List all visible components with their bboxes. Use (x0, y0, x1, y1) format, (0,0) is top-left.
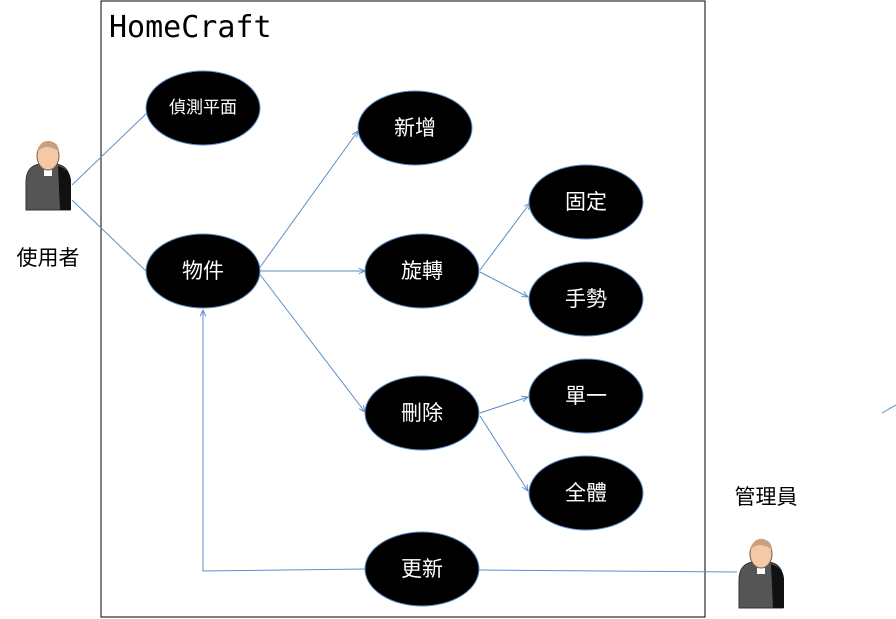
label-gesture: 手勢 (565, 287, 607, 311)
label-detect-plane: 偵測平面 (169, 98, 237, 118)
link-user-detect-plane (71, 110, 150, 186)
link-delete-all (479, 415, 528, 491)
use-case-object (145, 233, 261, 309)
system-title: HomeCraft (109, 10, 272, 45)
actor-user-person-icon (25, 140, 72, 211)
use-case-rotate (364, 233, 480, 309)
link-object-add (257, 131, 358, 271)
use-case-fixed (528, 164, 644, 240)
actor-user-label: 使用者 (17, 246, 80, 270)
label-fixed: 固定 (565, 190, 607, 214)
use-case-detect-plane (145, 70, 261, 146)
use-case-delete (364, 375, 480, 451)
link-object-delete (257, 271, 365, 412)
label-add: 新增 (394, 116, 436, 140)
system-boundary (100, 0, 706, 618)
link-user-object (71, 199, 149, 274)
link-update-object (203, 310, 367, 572)
label-all: 全體 (565, 481, 607, 505)
use-case-single (528, 358, 644, 434)
link-admin-update (477, 569, 738, 573)
label-update: 更新 (401, 557, 443, 581)
label-single: 單一 (565, 384, 607, 408)
label-delete: 刪除 (401, 401, 443, 425)
link-delete-single (479, 397, 528, 414)
use-case-all (528, 455, 644, 531)
actor-admin-label: 管理員 (735, 485, 798, 509)
use-case-gesture (528, 261, 644, 337)
use-case-add (357, 90, 473, 166)
link-rotate-gesture (479, 271, 528, 297)
stray-mark (881, 404, 896, 414)
actor-admin-person-icon (738, 538, 785, 609)
label-object: 物件 (182, 259, 224, 283)
label-rotate: 旋轉 (401, 259, 443, 283)
use-case-update (364, 531, 480, 607)
link-rotate-fixed (479, 203, 530, 271)
